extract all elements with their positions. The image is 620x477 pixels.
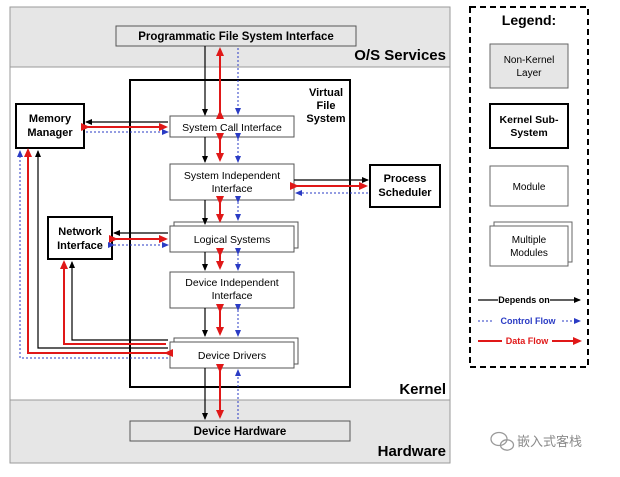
network-interface-line1: Network bbox=[58, 226, 102, 238]
device-independent-line1: Device Independent bbox=[185, 277, 278, 289]
control-flow-arrow bbox=[17, 150, 168, 359]
network-interface-box bbox=[47, 216, 113, 260]
pfsi-label: Programmatic File System Interface bbox=[138, 31, 334, 43]
os-services-label: O/S Services bbox=[354, 47, 446, 64]
legend-module-label: Module bbox=[513, 182, 546, 193]
legend-non-kernel-line1: Non-Kernel bbox=[504, 55, 555, 66]
legend-control-bg bbox=[494, 314, 562, 327]
logical-systems-label: Logical Systems bbox=[194, 234, 270, 246]
memory-manager-box bbox=[15, 103, 85, 149]
vfs-label-line1: Virtual bbox=[309, 87, 343, 99]
system-independent-line2: Interface bbox=[212, 183, 253, 195]
vfs-label-line3: System bbox=[306, 113, 345, 125]
legend-control-label: Control Flow bbox=[501, 316, 557, 326]
watermark-label: 嵌入式客栈 bbox=[517, 434, 582, 449]
device-independent-line2: Interface bbox=[212, 290, 253, 302]
kernel-label: Kernel bbox=[399, 381, 446, 398]
legend-kernel-sub-line2: System bbox=[510, 127, 547, 139]
legend-depends-bg bbox=[498, 293, 550, 306]
data-flow-arrow bbox=[24, 148, 173, 357]
logical-systems-box bbox=[169, 225, 295, 253]
hardware-label: Hardware bbox=[378, 443, 446, 460]
legend-depends-label: Depends on bbox=[498, 295, 550, 305]
legend-title: Legend: bbox=[502, 12, 556, 28]
system-independent-interface-box bbox=[169, 163, 295, 201]
depends-arrow bbox=[69, 261, 168, 341]
device-hardware-box bbox=[129, 420, 351, 442]
device-hardware-label: Device Hardware bbox=[194, 426, 287, 438]
memory-manager-line2: Manager bbox=[27, 127, 73, 139]
legend-module-swatch bbox=[489, 165, 569, 207]
legend-data-label: Data Flow bbox=[506, 336, 550, 346]
device-drivers-label: Device Drivers bbox=[198, 350, 266, 362]
vfs-label-line2: File bbox=[317, 100, 336, 112]
legend-multiple-line2: Modules bbox=[510, 248, 548, 259]
legend-kernel-sub-swatch bbox=[489, 103, 569, 149]
watermark: 嵌入式客栈 bbox=[490, 431, 582, 451]
memory-manager-line1: Memory bbox=[29, 113, 72, 125]
system-independent-line1: System Independent bbox=[184, 170, 280, 182]
legend-data-bg bbox=[502, 334, 552, 347]
legend-multiple-swatch bbox=[489, 225, 569, 267]
wechat-icon bbox=[490, 431, 515, 451]
legend-multiple-line1: Multiple bbox=[512, 235, 547, 246]
system-call-interface-box bbox=[169, 115, 295, 138]
process-scheduler-line1: Process bbox=[384, 173, 427, 185]
legend-non-kernel-line2: Layer bbox=[516, 68, 542, 79]
data-flow-arrow bbox=[60, 260, 166, 345]
system-call-interface-label: System Call Interface bbox=[182, 122, 282, 134]
depends-arrow bbox=[35, 150, 168, 349]
process-scheduler-line2: Scheduler bbox=[378, 187, 432, 199]
legend-kernel-sub-line1: Kernel Sub- bbox=[500, 114, 559, 126]
pfsi-box bbox=[115, 25, 357, 47]
network-interface-line2: Interface bbox=[57, 240, 103, 252]
process-scheduler-box bbox=[369, 164, 441, 208]
legend-non-kernel-swatch bbox=[489, 43, 569, 89]
